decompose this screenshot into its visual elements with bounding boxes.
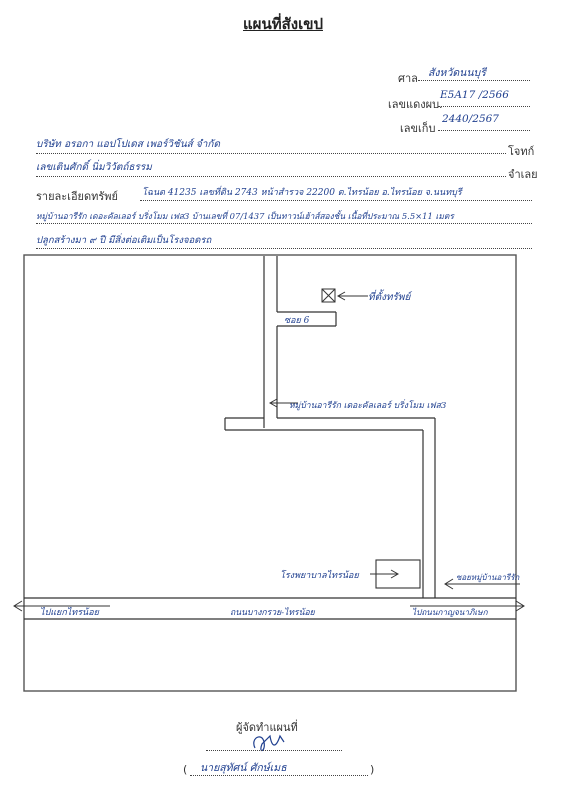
plaintiff-label: โจทก์ xyxy=(508,145,535,158)
village-label: หมู่บ้านอารีรัก เดอะคัลเลอร์ บริ่งโมม เฟ… xyxy=(289,399,447,411)
hospital-pointer-arrow-icon xyxy=(370,569,400,579)
storage-value: 2440/2567 xyxy=(442,113,499,125)
left-destination-label: ไปแยกไทรน้อย xyxy=(40,606,100,618)
red-case-value: E5A17 /2566 xyxy=(440,89,509,101)
property-pointer-arrow-icon xyxy=(336,291,368,301)
property-location-label: ที่ตั้งทรัพย์ xyxy=(368,289,412,303)
storage-label: เลขเก็บ xyxy=(400,122,436,135)
village-soi-arrow-icon xyxy=(444,578,520,590)
defendant-label: จำเลย xyxy=(508,168,538,181)
village-pointer-arrow-icon xyxy=(268,398,298,408)
red-case-label: เลขแดงผบ. xyxy=(388,98,443,111)
hospital-building-icon xyxy=(375,559,421,589)
main-road-label: ถนนบางกรวย-ไทรน้อย xyxy=(230,607,316,618)
defendant-value: เลขเตินศักดิ์ นิ่มวิวัตถ์ธรรม xyxy=(36,162,152,173)
plaintiff-value: บริษัท อรอกา แอปโปเดส เพอร์วิชันส์ จำกัด xyxy=(36,139,220,150)
name-close-paren: ) xyxy=(370,763,375,776)
maker-name: นายสุทัศน์ ศักษ์เมธ xyxy=(200,762,287,774)
hospital-label: โรงพยาบาลไทรน้อย xyxy=(280,569,359,581)
soi-6-label: ซอย 6 xyxy=(284,316,310,326)
maker-label: ผู้จัดทำแผนที่ xyxy=(236,721,298,734)
name-open-paren: ( xyxy=(183,763,188,776)
left-arrow-icon xyxy=(13,600,110,612)
court-label: ศาล xyxy=(398,72,418,85)
signature-mark xyxy=(253,734,285,752)
property-label: รายละเอียดทรัพย์ xyxy=(36,190,118,203)
property-line-3: ปลูกสร้างมา ๙ ปี มีสิ่งต่อเติมเป็นโรงจอด… xyxy=(36,235,212,246)
property-line-2: หมู่บ้านอารีรัก เดอะคัลเลอร์ บริ่งโมม เฟ… xyxy=(36,211,454,221)
village-soi-label: ซอยหมู่บ้านอารีรัก xyxy=(456,573,520,583)
page-title: แผนที่สังเขป xyxy=(243,15,323,33)
property-line-1: โฉนด 41235 เลขที่ดิน 2743 หน้าสำรวจ 2220… xyxy=(142,188,462,198)
property-marker-icon xyxy=(321,288,336,303)
court-value: สังหวัดนนบุรี xyxy=(428,67,486,79)
map-frame xyxy=(23,254,517,692)
right-arrow-icon xyxy=(410,600,525,612)
right-destination-label: ไปถนนกาญจนาภิเษก xyxy=(412,607,489,617)
